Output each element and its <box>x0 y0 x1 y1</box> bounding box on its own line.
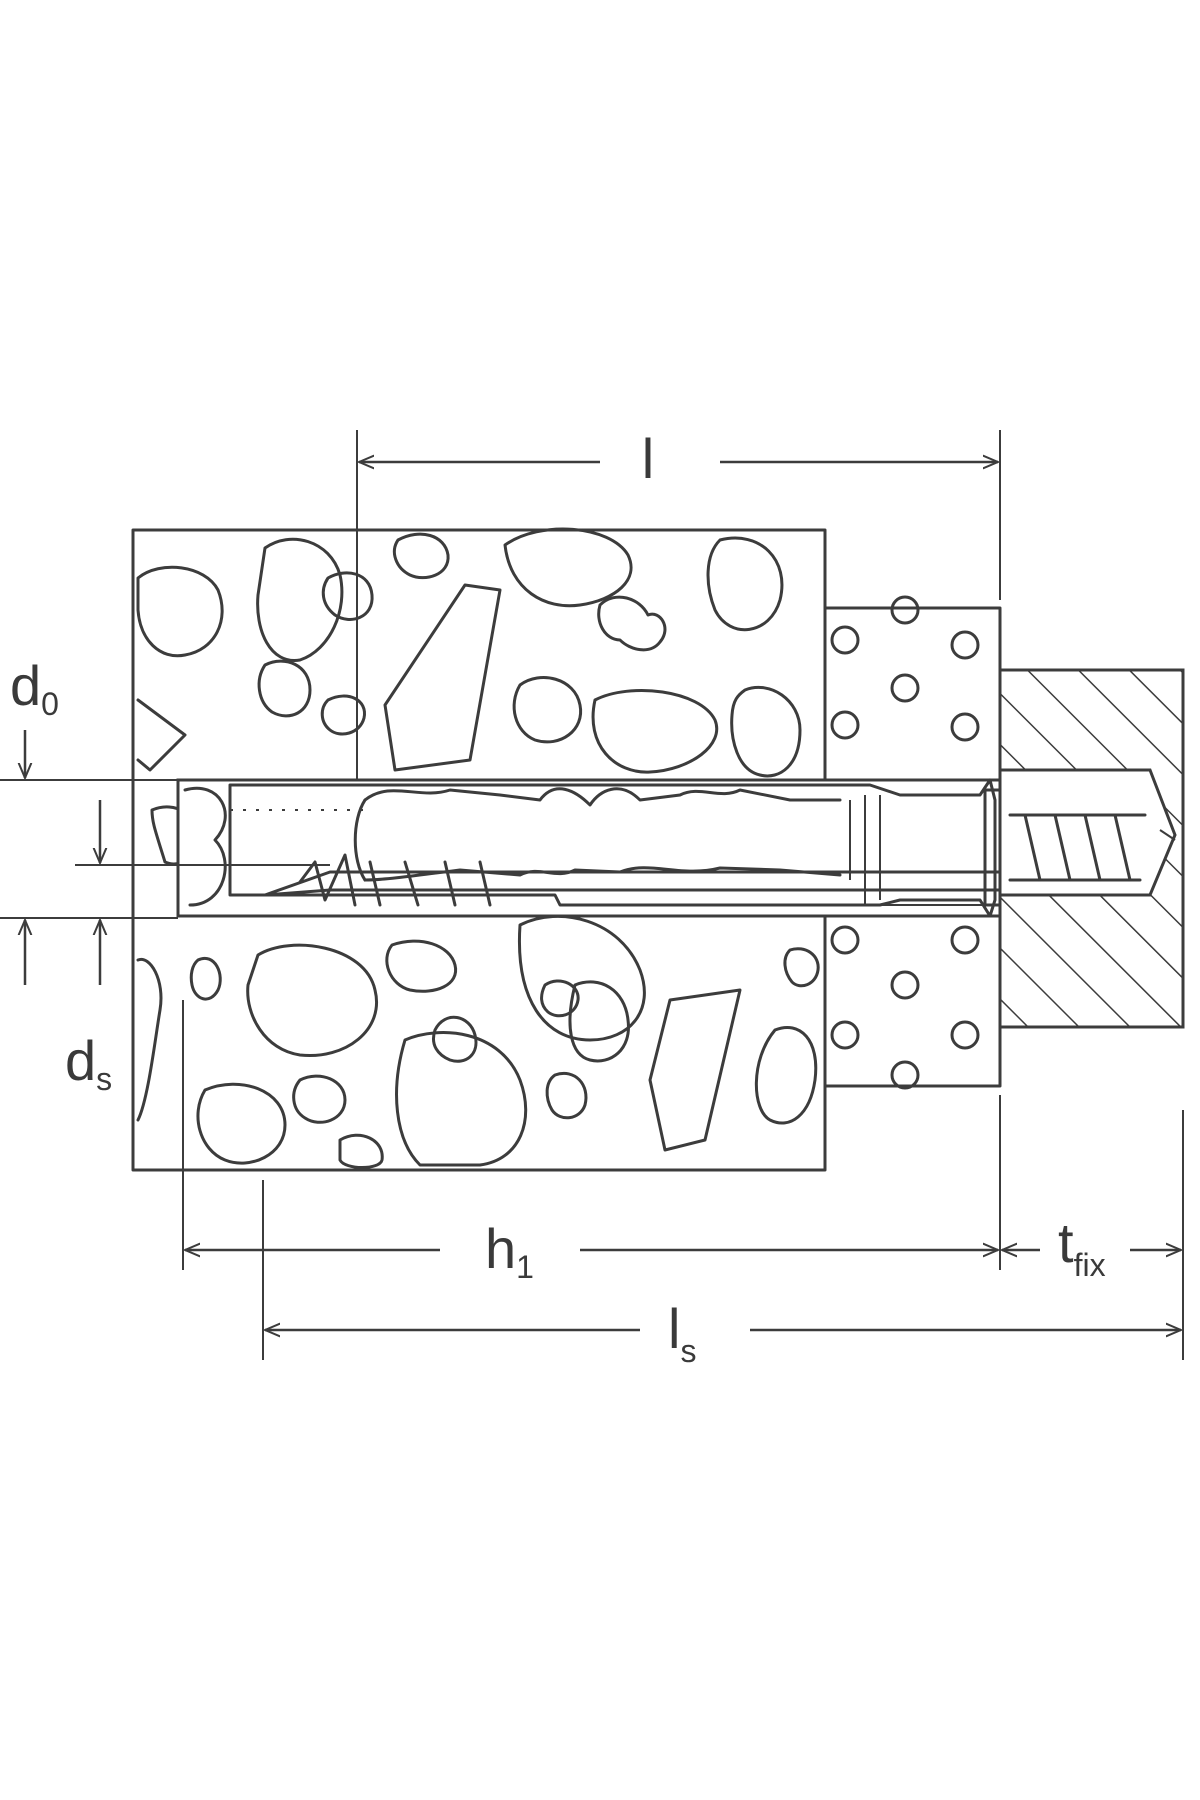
dimension-lines <box>0 430 1184 1360</box>
concrete-block <box>131 527 827 1172</box>
label-l: l <box>642 427 654 490</box>
label-ds: ds <box>65 1029 112 1097</box>
label-h1: h1 <box>485 1217 534 1285</box>
dimension-labels: l d0 ds h1 tfix ls <box>10 427 1106 1369</box>
wall-plug <box>228 778 997 918</box>
label-d0: d0 <box>10 654 59 722</box>
screw <box>263 788 1176 907</box>
label-ls: ls <box>668 1297 696 1369</box>
label-tfix: tfix <box>1058 1211 1106 1283</box>
